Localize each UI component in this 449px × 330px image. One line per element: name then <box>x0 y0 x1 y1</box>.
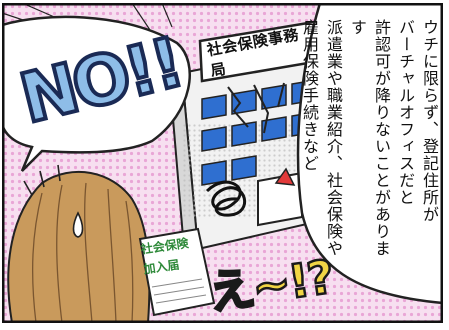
frustration-scribble-icon <box>205 180 247 217</box>
narration-line: バーチャルオフィスだと <box>396 19 415 206</box>
narration-line: 許認可が降りないことがあります <box>348 19 391 257</box>
narration-line: 派遣業や職業紹介、社会保険や <box>324 19 343 257</box>
shock-lines <box>23 164 61 196</box>
narration-line: 雇用保険手続きなど <box>300 19 319 172</box>
narration-text: ウチに限らず、登記住所が バーチャルオフィスだと 許認可が降りないことがあります… <box>300 19 441 269</box>
warning-triangle-icon <box>274 167 296 186</box>
sweat-drop-icon <box>72 211 84 238</box>
no-speech-balloon <box>2 15 191 172</box>
comic-panel: 社会保険事務局 NO!! ウチに限らず、登記住所が バーチャルオフィスだと 許認… <box>2 3 443 323</box>
crack-lines <box>227 82 285 134</box>
panel-border <box>2 3 443 323</box>
narration-line: ウチに限らず、登記住所が <box>420 19 439 223</box>
narration-balloon <box>296 3 443 305</box>
office-building <box>168 19 322 251</box>
insurance-document <box>138 227 216 317</box>
panel-artwork <box>2 3 443 323</box>
